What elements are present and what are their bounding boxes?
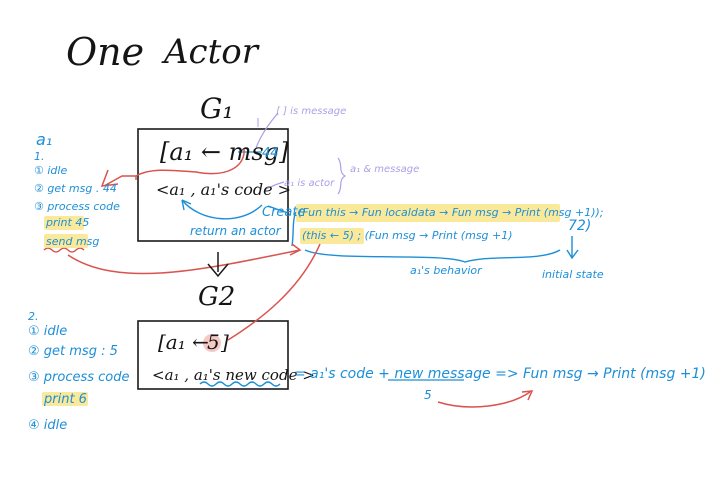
create-label: Create [262,205,306,220]
behavior-brace [304,249,561,263]
create-line-1: (Fun this → Fun localdata → Fun msg → Pr… [298,206,604,219]
notes1-print: print 45 [46,216,90,229]
message-note-line [255,112,279,149]
g2-box [137,320,289,390]
notes2-step4: ④ idle [28,418,68,433]
behavior-label: a₁'s behavior [410,264,482,277]
send-msg-arrow [67,249,301,275]
g1-to-g2-arrow [207,252,229,278]
brace-icon [337,157,347,195]
notes2-step3: ③ process code [28,370,130,385]
notes1-num: 1. [34,150,45,163]
five-arrow [227,243,321,341]
title-actor: Actor [164,32,258,72]
box2-code: <a₁ , a₁'s new code > [152,366,315,384]
initial-state-label: initial state [542,268,604,281]
notes2-step2: ② get msg : 5 [28,344,118,359]
equation: = a₁'s code + new message => Fun msg → P… [294,366,706,382]
actor-note: a₁ is actor [284,178,335,189]
notes2-print: print 6 [44,392,87,407]
title-one: One [66,30,145,74]
five-label: 5 [424,388,432,402]
box2-msg-prefix: [a₁ ← [158,330,209,354]
notes2-num: 2. [28,310,39,323]
g1-box [137,128,289,242]
box2-msg-value: 5 [207,330,220,354]
brace-note: a₁ & message [350,164,420,175]
notes1-step3: ③ process code [34,200,120,213]
notes1-actor: a₁ [36,130,53,149]
notes1-step1: ① idle [34,164,68,177]
g1-label: G₁ [200,92,234,125]
box2-msg-suffix: ] [221,330,229,354]
count-label: 72) [568,218,592,234]
return-arrow [181,199,263,220]
box1-code: <a₁ , a₁'s code > [156,180,292,199]
g2-label: G2 [198,282,236,312]
box1-msg: [a₁ ← msg] [160,138,289,166]
create-line-2: (this ← 5) ; (Fun msg → Print (msg +1) [302,229,513,242]
message-note: [ ] is message [276,106,347,117]
actor-note-line [263,181,285,191]
notes1-send: send msg [46,235,100,248]
box1-msg-value: 44 [262,146,279,161]
notes1-step2: ② get msg . 44 [34,182,117,195]
return-actor-label: return an actor [190,224,281,238]
notes2-step1: ① idle [28,324,68,339]
get-msg-arrow [103,175,136,187]
